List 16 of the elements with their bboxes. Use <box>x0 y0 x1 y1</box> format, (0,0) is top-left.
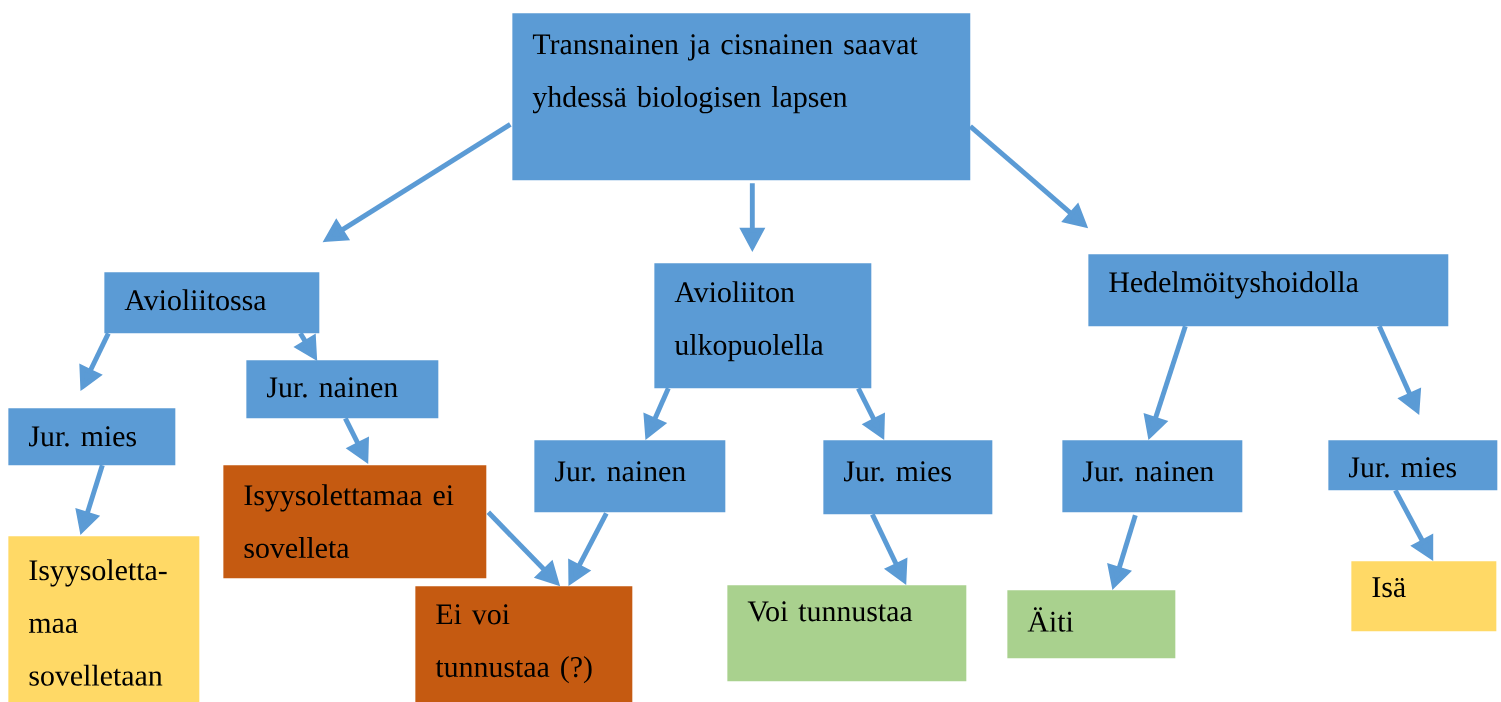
category-box: Hedelmöityshoidolla <box>1088 254 1449 327</box>
category-box: Jur. nainen <box>534 440 726 513</box>
category-box: Jur. nainen <box>1062 440 1243 513</box>
outcome-box: Isyysolettamaa ei sovelleta <box>223 465 487 579</box>
category-box: Avioliitossa <box>104 272 320 334</box>
category-box: Jur. nainen <box>246 360 439 419</box>
category-box: Jur. mies <box>1328 440 1498 491</box>
category-box: Transnainen ja cisnainen saavat yhdessä biologisen lapsen <box>512 13 971 181</box>
outcome-box: Äiti <box>1007 590 1176 659</box>
outcome-box: Ei voi tunnustaa (?) <box>415 586 633 702</box>
outcome-box: Isyysoletta- maa sovelletaan <box>8 536 200 702</box>
outcome-box: Voi tunnustaa <box>727 585 967 682</box>
outcome-box: Isä <box>1351 561 1497 632</box>
category-box: Avioliiton ulkopuolella <box>654 263 872 389</box>
category-box: Jur. mies <box>823 440 993 515</box>
category-box: Jur. mies <box>8 408 176 466</box>
